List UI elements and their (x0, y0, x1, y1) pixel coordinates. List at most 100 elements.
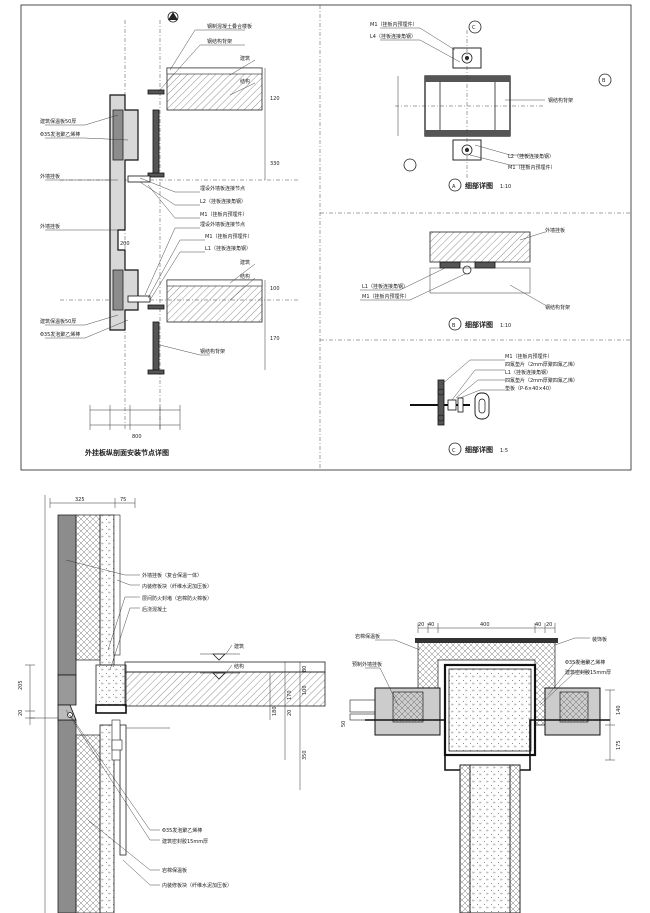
dim-120: 120 (270, 96, 280, 102)
panel-inner-lower (99, 724, 115, 913)
label-l2-angle: L2（挂板连接角钢） (200, 198, 246, 205)
callout-post-cast-concrete: 后浇混凝土 (142, 606, 167, 613)
top-sheet (20, 4, 632, 471)
dim-50: 50 (341, 721, 347, 727)
dim-200: 200 (120, 241, 130, 247)
dim-20-right: 20 (287, 710, 293, 716)
upper-slab (166, 67, 263, 111)
dim-800: 800 (132, 434, 142, 440)
floor-finish (124, 661, 326, 673)
detail-b-scale: 1:10 (500, 323, 511, 329)
detail-b-label-bubble (448, 317, 462, 331)
dim-330: 330 (270, 161, 280, 167)
dim-175: 175 (616, 740, 622, 750)
detail-c-callout-m1: M1（挂板内预埋件） (505, 353, 553, 360)
dim-100: 100 (270, 286, 280, 292)
dim-75: 75 (120, 497, 126, 503)
detail-c-title: 细部详图 (465, 445, 493, 454)
label-steel-frame-2: 钢结构背架 (200, 348, 225, 355)
svg-text:C: C (472, 25, 476, 31)
label-architecture: 建筑 (240, 55, 250, 62)
dim-20-left: 20 (18, 710, 24, 716)
detail-b-callout-m1: M1（挂板内预埋件） (362, 293, 410, 300)
detail-b: 外墙挂板 L1（挂板连接角钢） M1（挂板内预埋件） 钢结构背架 B 细部详图 … (360, 227, 570, 331)
label-composite-slab: 钢制混凝土叠合楼板 (207, 23, 252, 30)
callout-sealant: 建筑密封胶15mm厚 (565, 669, 611, 676)
svg-text:C: C (452, 448, 456, 454)
label-connection-node-2: 埋设外墙板连接节点 (200, 221, 245, 228)
detail-c-callout-ptfe-1: 四氟垫片（2mm厚聚四氟乙烯） (505, 361, 578, 368)
label-m1-embed: M1（挂板内预埋件） (200, 211, 248, 218)
dim-20-b: 20 (546, 622, 552, 628)
detail-c: M1（挂板内预埋件） 四氟垫片（2mm厚聚四氟乙烯） L1（挂板连接角钢） 四氟… (410, 353, 578, 456)
detail-b-frame (429, 267, 531, 294)
connector-lower (127, 295, 151, 303)
detail-a-callout-frame: 钢结构背架 (548, 97, 573, 104)
detail-b-callout-l1: L1（挂板连接角钢） (362, 283, 408, 290)
detail-a-scale: 1:10 (500, 184, 511, 190)
label-pe-rod-2: Φ35发泡聚乙烯棒 (40, 331, 80, 338)
svg-text:B: B (602, 78, 606, 84)
callout-sealant: 建筑密封胶15mm厚 (162, 838, 208, 845)
detail-b-panel (429, 231, 531, 263)
label-insulation: 建筑保温板50厚 (40, 118, 76, 125)
label-insulation-2: 建筑保温板50厚 (40, 318, 76, 325)
label-structure-2: 结构 (240, 273, 250, 280)
panel-outer-upper (57, 514, 77, 676)
dim-400: 400 (480, 622, 490, 628)
dim-80: 80 (302, 666, 308, 672)
panel-inner-upper (99, 514, 115, 666)
detail-c-callout-plate: 垫板（P-6×40×40） (505, 385, 554, 392)
cast-in-place-concrete (95, 664, 127, 706)
label-wall-panel: 外墙挂板 (40, 173, 60, 180)
dim-170: 170 (270, 336, 280, 342)
section-arrow-icon (168, 12, 178, 20)
detail-a: C B M1（挂板内预埋件） L4（挂板连接角钢） 钢结构背架 L2（挂板连接角… (370, 20, 612, 192)
dim-180: 180 (272, 706, 278, 716)
label-l1-angle: L1（挂板连接角钢） (205, 245, 251, 252)
dim-350: 350 (302, 750, 308, 760)
callout-pe-rod: Φ35发泡聚乙烯棒 (565, 659, 605, 666)
svg-text:A: A (452, 184, 456, 190)
dim-170: 170 (287, 690, 293, 700)
insulation-lower (112, 269, 124, 311)
panel-insulation-upper (75, 514, 101, 661)
callout-decor-board: 装饰板 (592, 636, 607, 643)
label-wall-panel-2: 外墙挂板 (40, 223, 60, 230)
steel-back-frame-lower (152, 321, 160, 373)
detail-c-angle (437, 379, 445, 426)
callout-rock-wool: 岩棉保温板 (162, 867, 187, 874)
detail-c-label-bubble (448, 442, 462, 456)
detail-a-bubble-c (468, 20, 482, 34)
column-plan-detail: 20 40 400 40 20 140 175 50 (341, 622, 622, 913)
svg-text:B: B (452, 323, 456, 329)
callout-precast-panel: 预制外墙挂板 (352, 661, 382, 668)
wall-panel-section: 800 200 330 120 100 170 (40, 11, 300, 457)
label-structure: 结构 (240, 78, 250, 85)
detail-c-slot-plate (474, 392, 490, 420)
panel-outer-lower (57, 719, 77, 913)
insulation-upper (112, 109, 124, 161)
label-pe-rod: Φ35发泡聚乙烯棒 (40, 131, 80, 138)
dim-40-b: 40 (535, 622, 541, 628)
detail-a-callout-m1: M1（挂板内预埋件） (370, 21, 418, 28)
dim-20-a: 20 (418, 622, 424, 628)
dim-205: 205 (18, 680, 24, 690)
dim-140: 140 (616, 705, 622, 715)
label-connection-node: 埋设外墙板连接节点 (200, 185, 245, 192)
detail-c-scale: 1:5 (500, 448, 508, 454)
detail-a-title: 细部详图 (465, 181, 493, 190)
label-steel-frame: 钢结构背架 (207, 38, 232, 45)
callout-interior-board-2: 内装修板块（纤维水泥加压板） (162, 882, 232, 889)
steel-back-frame-upper (152, 109, 160, 176)
detail-b-callout-panel: 外墙挂板 (545, 227, 565, 234)
top-sheet-border (20, 4, 632, 471)
callout-wall-panel: 外墙挂板（复合保温一体） (142, 572, 202, 579)
detail-c-callout-ptfe-2: 四氟垫片（2mm厚聚四氟乙烯） (505, 377, 578, 384)
detail-a-label-bubble (448, 178, 462, 192)
section-title: 外挂板纵剖面安装节点详图 (85, 448, 169, 457)
connector-upper (127, 175, 151, 183)
detail-a-bubble-b (598, 73, 612, 87)
detail-c-callout-l1: L1（挂板连接角钢） (505, 369, 551, 376)
